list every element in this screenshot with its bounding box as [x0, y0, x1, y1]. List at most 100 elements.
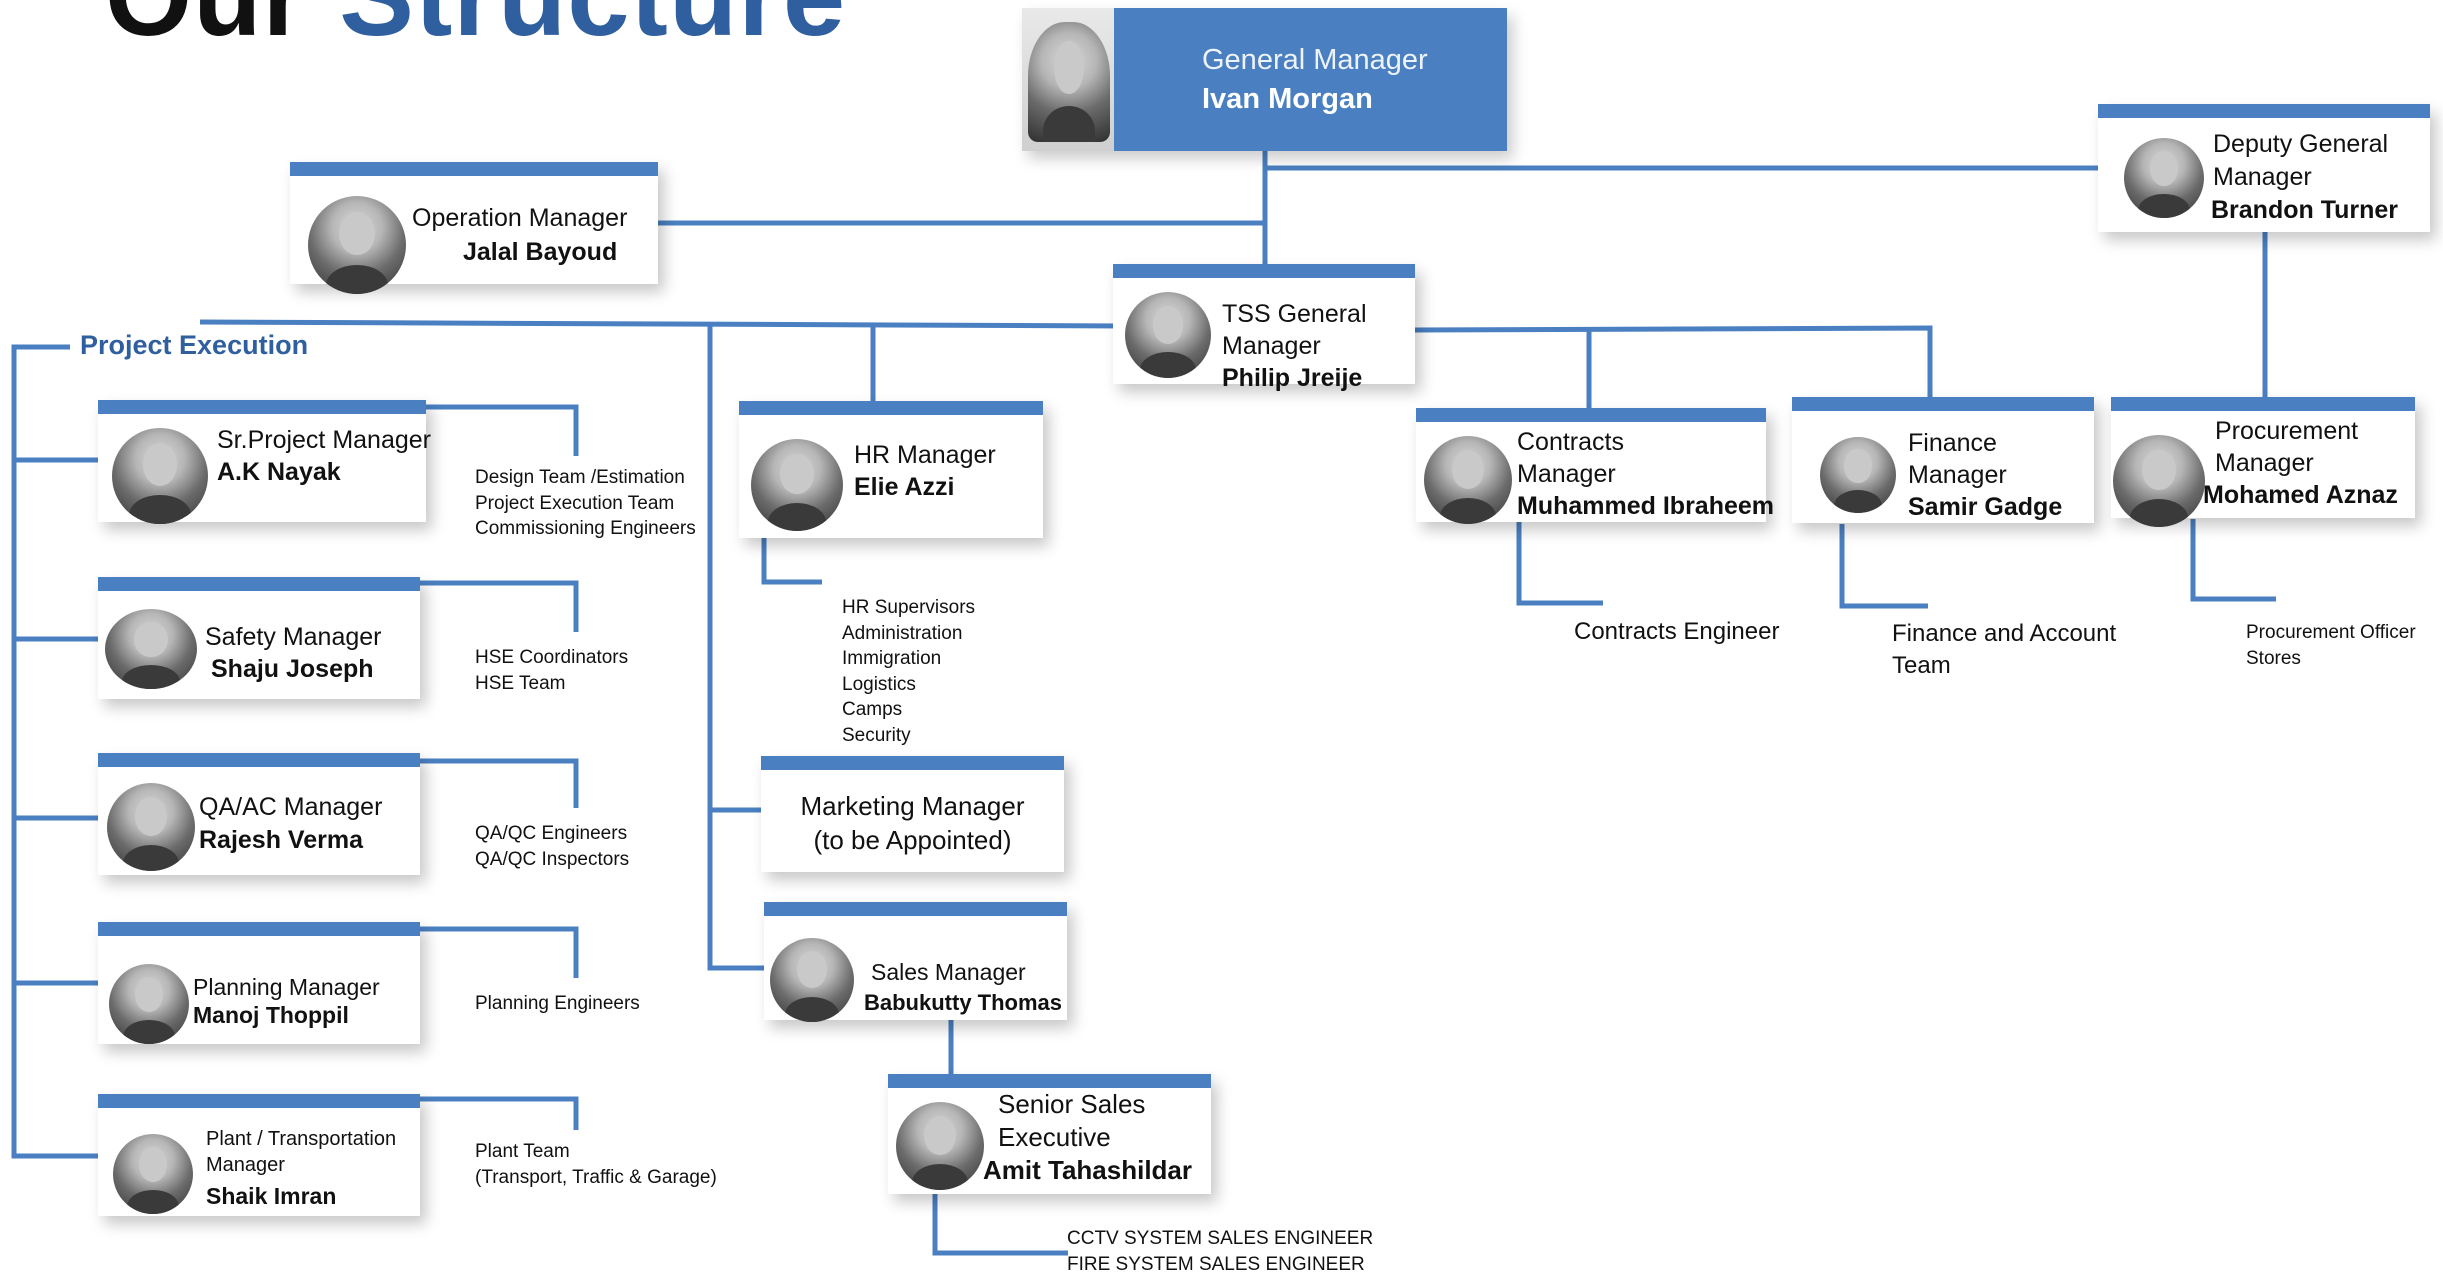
hr-manager-role: HR Manager — [854, 439, 996, 472]
general-manager-photo — [1022, 8, 1114, 151]
sales-manager-card: Sales Manager Babukutty Thomas — [764, 902, 1067, 1020]
finance-team-line1: Finance and Account — [1892, 618, 2116, 650]
sales-manager-role: Sales Manager — [871, 956, 1026, 989]
tss-gm-role-line2: Manager — [1222, 330, 1321, 363]
finance-manager-role-line1: Finance — [1908, 427, 1997, 460]
project-execution-label: Project Execution — [80, 330, 308, 361]
pe-manager-name-3: Rajesh Verma — [199, 824, 363, 857]
hr-team-line1: HR Supervisors — [842, 595, 975, 621]
marketing-manager-line2: (to be Appointed) — [761, 824, 1064, 857]
pe-team-2-line1: HSE Coordinators — [475, 645, 628, 671]
senior-sales-role-line2: Executive — [998, 1121, 1111, 1154]
operation-manager-name: Jalal Bayoud — [463, 236, 617, 269]
pe-team-1-line2: Project Execution Team — [475, 491, 696, 517]
pe-manager-card-1: Sr.Project Manager A.K Nayak — [98, 400, 426, 522]
senior-sales-name: Amit Tahashildar — [983, 1154, 1192, 1187]
procurement-manager-role-line1: Procurement — [2215, 415, 2358, 448]
hr-team-line2: Administration — [842, 621, 975, 647]
operation-manager-card: Operation Manager Jalal Bayoud — [290, 162, 658, 284]
general-manager-avatar — [1028, 22, 1110, 142]
tss-gm-role-line1: TSS General — [1222, 298, 1367, 331]
contracts-manager-role-line1: Contracts — [1517, 426, 1624, 459]
marketing-manager-card: Marketing Manager (to be Appointed) — [761, 756, 1064, 872]
hr-manager-avatar — [751, 439, 843, 531]
finance-manager-role-line2: Manager — [1908, 459, 2007, 492]
pe-manager-avatar-5 — [113, 1134, 193, 1214]
pe-team-5-line1: Plant Team — [475, 1139, 717, 1165]
procurement-team-text: Procurement Officer Stores — [2246, 620, 2416, 671]
pe-manager-role-5-line1: Plant / Transportation — [206, 1126, 396, 1152]
pe-team-text-3: QA/QC Engineers QA/QC Inspectors — [475, 821, 629, 872]
pe-manager-role-2: Safety Manager — [205, 621, 382, 654]
operation-manager-avatar — [308, 196, 406, 294]
hr-manager-card: HR Manager Elie Azzi — [739, 401, 1043, 538]
finance-manager-avatar — [1820, 437, 1896, 513]
hr-team-line4: Logistics — [842, 672, 975, 698]
procurement-team-line1: Procurement Officer — [2246, 620, 2416, 646]
senior-sales-team-text: CCTV SYSTEM SALES ENGINEER FIRE SYSTEM S… — [1067, 1226, 1373, 1277]
pe-manager-name-4: Manoj Thoppil — [193, 999, 349, 1032]
pe-manager-name-5: Shaik Imran — [206, 1180, 336, 1213]
finance-manager-name: Samir Gadge — [1908, 491, 2062, 524]
general-manager-name: Ivan Morgan — [1202, 83, 1373, 116]
procurement-team-line2: Stores — [2246, 646, 2416, 672]
pe-manager-name-2: Shaju Joseph — [211, 653, 374, 686]
hr-team-line3: Immigration — [842, 646, 975, 672]
pe-team-2-line2: HSE Team — [475, 671, 628, 697]
pe-manager-card-4: Planning Manager Manoj Thoppil — [98, 922, 420, 1044]
pe-team-1-line1: Design Team /Estimation — [475, 465, 696, 491]
finance-manager-card: Finance Manager Samir Gadge — [1792, 397, 2094, 523]
procurement-manager-role-line2: Manager — [2215, 447, 2314, 480]
senior-sales-avatar — [896, 1102, 984, 1190]
pe-manager-role-1: Sr.Project Manager — [217, 424, 431, 457]
pe-team-4-line1: Planning Engineers — [475, 991, 640, 1017]
contracts-manager-name: Muhammed Ibraheem — [1517, 490, 1774, 523]
procurement-manager-card: Procurement Manager Mohamed Aznaz — [2111, 397, 2415, 518]
deputy-gm-role-line2: Manager — [2213, 161, 2312, 194]
procurement-manager-name: Mohamed Aznaz — [2203, 479, 2398, 512]
deputy-gm-name: Brandon Turner — [2211, 194, 2398, 227]
hr-team-line6: Security — [842, 723, 975, 749]
pe-team-5-line2: (Transport, Traffic & Garage) — [475, 1165, 717, 1191]
contracts-manager-role-line2: Manager — [1517, 458, 1616, 491]
senior-sales-team-line1: CCTV SYSTEM SALES ENGINEER — [1067, 1226, 1373, 1252]
pe-manager-card-5: Plant / Transportation Manager Shaik Imr… — [98, 1094, 420, 1216]
finance-team-line2: Team — [1892, 650, 2116, 682]
operation-manager-role: Operation Manager — [412, 202, 627, 235]
pe-manager-card-2: Safety Manager Shaju Joseph — [98, 577, 420, 699]
pe-manager-role-3: QA/AC Manager — [199, 791, 382, 824]
pe-team-3-line1: QA/QC Engineers — [475, 821, 629, 847]
deputy-gm-role-line1: Deputy General — [2213, 128, 2388, 161]
pe-team-text-4: Planning Engineers — [475, 991, 640, 1017]
pe-team-1-line3: Commissioning Engineers — [475, 516, 696, 542]
contracts-team-text: Contracts Engineer — [1574, 616, 1779, 648]
deputy-gm-card: Deputy General Manager Brandon Turner — [2098, 104, 2430, 232]
marketing-manager-line1: Marketing Manager — [761, 790, 1064, 823]
general-manager-card: General Manager Ivan Morgan — [1022, 8, 1507, 151]
hr-team-text: HR Supervisors Administration Immigratio… — [842, 595, 975, 748]
procurement-manager-avatar — [2113, 435, 2205, 527]
tss-gm-avatar — [1125, 292, 1211, 378]
finance-team-text: Finance and Account Team — [1892, 618, 2116, 682]
senior-sales-role-line1: Senior Sales — [998, 1088, 1145, 1121]
contracts-manager-card: Contracts Manager Muhammed Ibraheem — [1416, 408, 1766, 522]
pe-team-text-1: Design Team /Estimation Project Executio… — [475, 465, 696, 542]
tss-gm-name: Philip Jreije — [1222, 362, 1362, 395]
pe-manager-avatar-2 — [105, 609, 197, 689]
pe-team-text-5: Plant Team (Transport, Traffic & Garage) — [475, 1139, 717, 1190]
senior-sales-team-line2: FIRE SYSTEM SALES ENGINEER — [1067, 1252, 1373, 1277]
sales-manager-name: Babukutty Thomas — [864, 986, 1062, 1019]
contracts-manager-avatar — [1424, 436, 1512, 524]
pe-team-3-line2: QA/QC Inspectors — [475, 847, 629, 873]
senior-sales-card: Senior Sales Executive Amit Tahashildar — [888, 1074, 1211, 1194]
hr-manager-name: Elie Azzi — [854, 471, 955, 504]
hr-team-line5: Camps — [842, 697, 975, 723]
pe-manager-role-5-line2: Manager — [206, 1152, 285, 1178]
pe-manager-name-1: A.K Nayak — [217, 456, 341, 489]
sales-manager-avatar — [770, 938, 854, 1022]
pe-manager-avatar-1 — [112, 428, 208, 524]
pe-manager-avatar-4 — [109, 964, 189, 1044]
tss-gm-card: TSS General Manager Philip Jreije — [1113, 264, 1415, 384]
pe-team-text-2: HSE Coordinators HSE Team — [475, 645, 628, 696]
general-manager-role: General Manager — [1202, 44, 1428, 77]
